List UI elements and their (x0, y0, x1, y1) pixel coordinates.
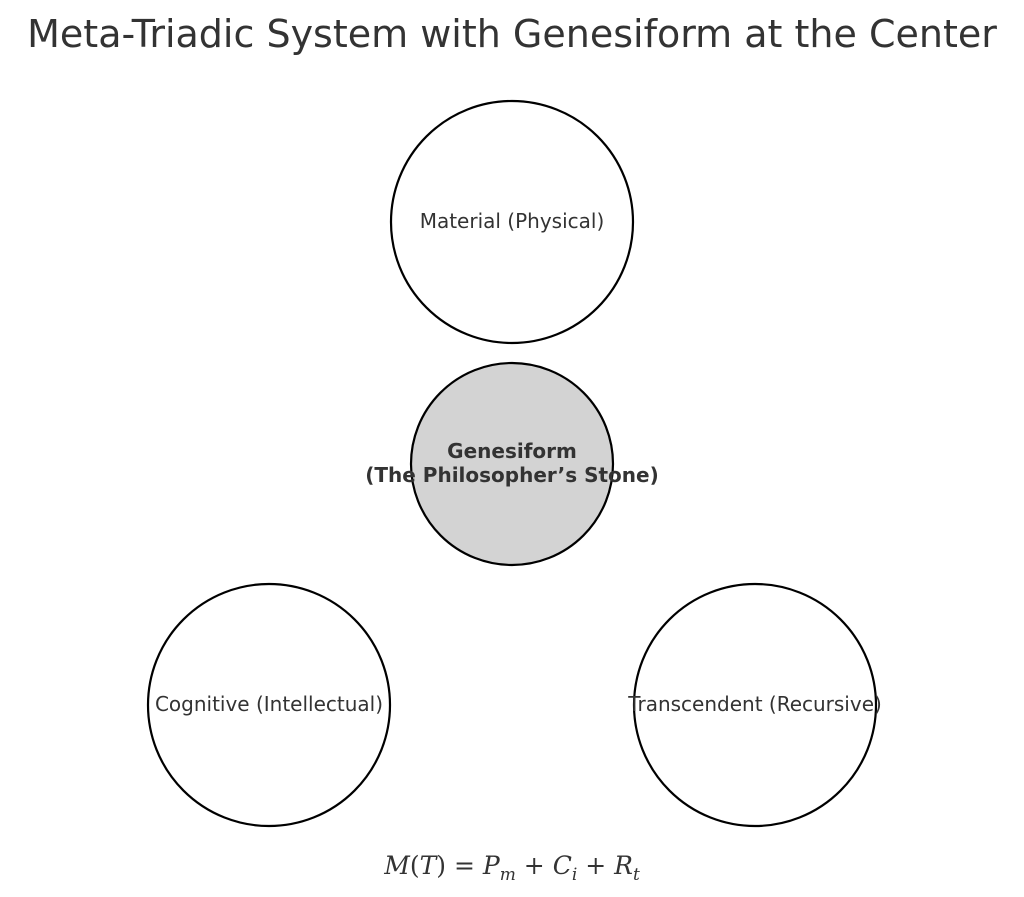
formula-lhs-close: ) (436, 851, 446, 880)
material-label: Material (Physical) (420, 209, 605, 233)
material-circle (389, 99, 635, 345)
formula-lhs-open: ( (410, 851, 420, 880)
formula-term-c-sub: i (572, 865, 577, 885)
formula-plus-2: + (577, 851, 614, 880)
formula-term-r-sub: t (633, 865, 640, 885)
formula-plus-1: + (516, 851, 553, 880)
cognitive-circle (146, 582, 392, 828)
transcendent-label: Transcendent (Recursive) (627, 692, 882, 716)
triadic-formula: M(T) = Pm + Ci + Rt (383, 851, 640, 885)
formula-term-c: C (553, 851, 572, 880)
formula-term-p: P (482, 851, 501, 880)
genesiform-sublabel: (The Philosopher’s Stone) (365, 463, 658, 487)
formula-term-r: R (613, 851, 633, 880)
diagram-title: Meta-Triadic System with Genesiform at t… (27, 12, 997, 56)
cognitive-label: Cognitive (Intellectual) (155, 692, 383, 716)
formula-lhs-fn: M (383, 851, 411, 880)
formula-term-p-sub: m (500, 865, 516, 885)
formula-equals: = (446, 851, 483, 880)
genesiform-label: Genesiform (447, 439, 577, 463)
genesiform-circle (409, 361, 615, 567)
transcendent-circle (632, 582, 878, 828)
formula-lhs-arg: T (420, 851, 439, 880)
